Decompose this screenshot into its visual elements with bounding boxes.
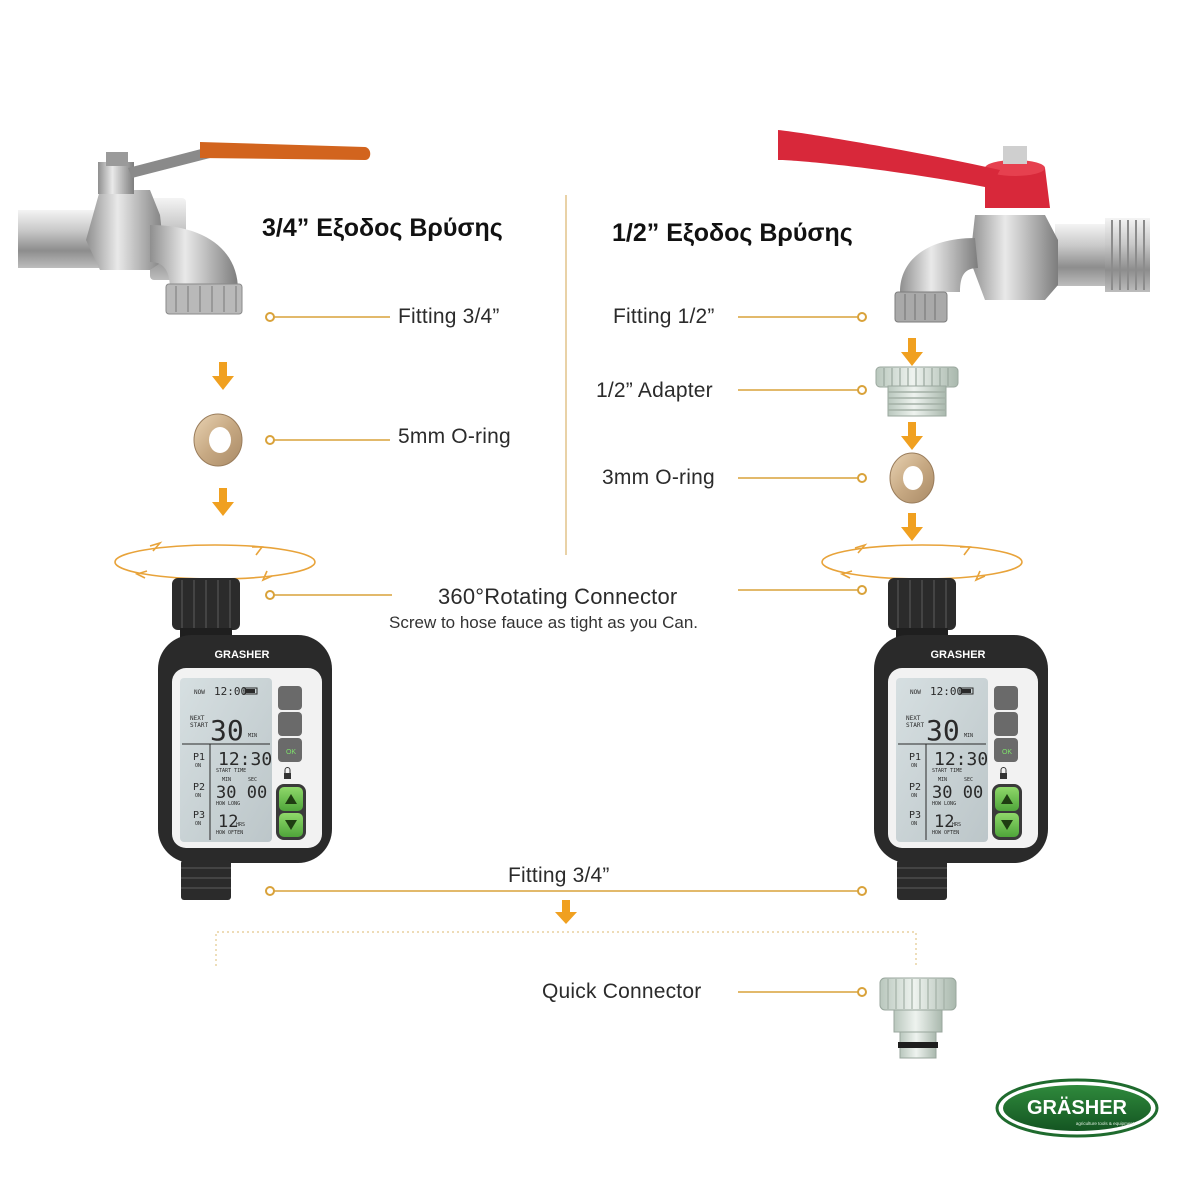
label-right-adapter: 1/2” Adapter (596, 379, 713, 402)
label-rotating-connector: 360°Rotating Connector (438, 584, 678, 609)
svg-text:12:30: 12:30 (934, 749, 988, 770)
logo-tagline: agriculture tools & equipment (1076, 1121, 1135, 1126)
svg-text:30: 30 (926, 714, 960, 747)
grasher-logo: GRÄSHER agriculture tools & equipment (995, 1078, 1159, 1138)
svg-text:P2: P2 (909, 782, 921, 793)
svg-text:START TIME: START TIME (932, 768, 962, 774)
svg-text:START: START (906, 722, 924, 729)
svg-text:12:00: 12:00 (214, 685, 247, 698)
svg-text:MIN: MIN (222, 777, 231, 783)
svg-text:HOW OFTEN: HOW OFTEN (216, 830, 243, 836)
heading-right: 1/2” Εξοδος Βρύσης (612, 219, 853, 247)
label-right-oring: 3mm O-ring (602, 466, 715, 489)
svg-text:NEXT: NEXT (190, 715, 205, 722)
adapter-right (875, 366, 959, 417)
svg-text:ON: ON (911, 793, 917, 799)
quick-connector (879, 977, 957, 1059)
device-brand-left: GRASHER (214, 649, 269, 661)
svg-text:MIN: MIN (248, 733, 257, 739)
svg-text:HOW LONG: HOW LONG (216, 801, 240, 807)
oring-right (889, 452, 935, 504)
svg-text:START: START (190, 722, 208, 729)
svg-text:ON: ON (195, 763, 201, 769)
svg-text:P3: P3 (193, 810, 205, 821)
svg-text:12:30: 12:30 (218, 749, 272, 770)
down-arrow-icon (285, 820, 297, 830)
manual-button-left[interactable] (278, 712, 302, 736)
svg-text:30 00: 30 00 (932, 783, 983, 803)
manual-button-right[interactable] (994, 712, 1018, 736)
svg-text:NEXT: NEXT (906, 715, 921, 722)
arrow-down-icon (901, 422, 923, 450)
label-rotating-subtitle: Screw to hose fauce as tight as you Can. (389, 613, 699, 632)
faucet-left (18, 142, 371, 315)
battery-icon (243, 687, 258, 695)
svg-text:SEC: SEC (248, 777, 257, 783)
arrow-down-icon (901, 513, 923, 541)
dotted-bracket (215, 931, 917, 966)
svg-text:ON: ON (911, 763, 917, 769)
faucet-right (778, 130, 1150, 323)
up-arrow-icon (285, 794, 297, 804)
up-arrow-icon (1001, 794, 1013, 804)
svg-text:OK: OK (286, 749, 296, 756)
svg-text:30 00: 30 00 (216, 783, 267, 803)
svg-text:30: 30 (210, 714, 244, 747)
label-bottom-fitting: Fitting 3/4” (508, 864, 610, 887)
arrow-down-icon (212, 362, 234, 390)
device-brand-right: GRASHER (930, 649, 985, 661)
svg-text:OK: OK (1002, 749, 1012, 756)
svg-text:MIN: MIN (938, 777, 947, 783)
svg-text:12: 12 (218, 812, 238, 832)
mode-button-left[interactable] (278, 686, 302, 710)
svg-text:ON: ON (195, 793, 201, 799)
svg-text:HRS: HRS (236, 822, 245, 828)
ok-button-left[interactable] (278, 738, 302, 762)
lock-icon (284, 767, 291, 779)
leader-dots (265, 312, 867, 997)
arrow-down-icon (555, 900, 577, 924)
heading-left: 3/4” Εξοδος Βρύσης (262, 214, 503, 242)
svg-text:MIN: MIN (964, 733, 973, 739)
lock-icon (1000, 767, 1007, 779)
svg-text:NOW: NOW (910, 689, 921, 696)
leader-lines (270, 316, 862, 993)
battery-icon (959, 687, 974, 695)
svg-text:NOW: NOW (194, 689, 205, 696)
timer-device-left: GRASHER NOW 12:00 NEXT START 30 MIN P1 O… (158, 578, 332, 900)
oring-left (193, 413, 243, 467)
svg-text:P1: P1 (193, 752, 205, 763)
svg-text:HOW OFTEN: HOW OFTEN (932, 830, 959, 836)
svg-text:P1: P1 (909, 752, 921, 763)
timer-device-right: GRASHER NOW 12:00 NEXT START 30 MIN P1 O… (874, 578, 1048, 900)
logo-text: GRÄSHER (1027, 1096, 1128, 1119)
svg-text:ON: ON (911, 821, 917, 827)
svg-text:HOW LONG: HOW LONG (932, 801, 956, 807)
mode-button-right[interactable] (994, 686, 1018, 710)
label-right-fitting: Fitting 1/2” (613, 305, 715, 328)
ok-button-right[interactable] (994, 738, 1018, 762)
svg-text:START TIME: START TIME (216, 768, 246, 774)
label-left-fitting: Fitting 3/4” (398, 305, 500, 328)
svg-text:HRS: HRS (952, 822, 961, 828)
down-arrow-icon (1001, 820, 1013, 830)
svg-text:P3: P3 (909, 810, 921, 821)
svg-text:SEC: SEC (964, 777, 973, 783)
svg-text:ON: ON (195, 821, 201, 827)
label-left-oring: 5mm O-ring (398, 425, 511, 448)
svg-text:12: 12 (934, 812, 954, 832)
svg-text:12:00: 12:00 (930, 685, 963, 698)
arrow-down-icon (212, 488, 234, 516)
label-quick-connector: Quick Connector (542, 980, 702, 1003)
svg-text:P2: P2 (193, 782, 205, 793)
arrow-down-icon (901, 338, 923, 366)
